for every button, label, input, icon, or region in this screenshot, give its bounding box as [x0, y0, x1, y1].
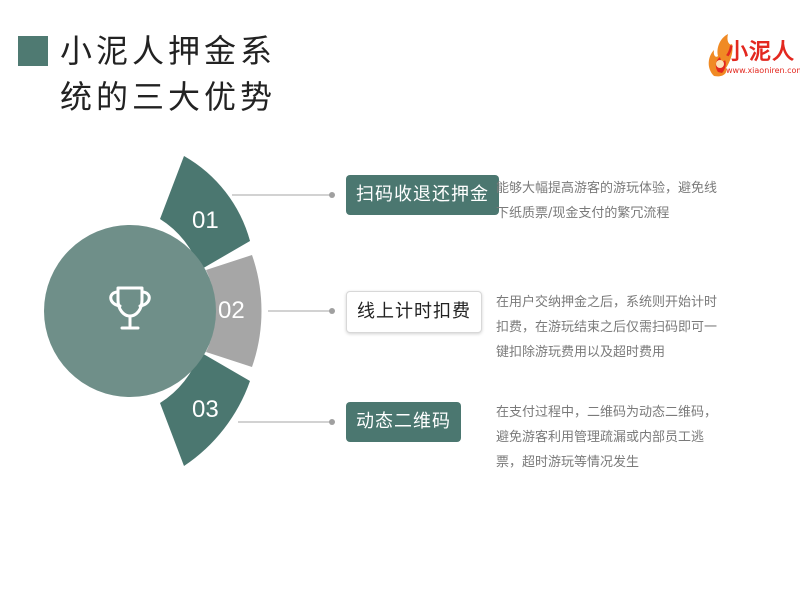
segment-number-3: 03: [192, 396, 219, 423]
logo-wordmark: 小泥人: [726, 40, 796, 65]
advantage-description-2: 在用户交纳押金之后，系统则开始计时扣费，在游玩结束之后仅需扫码即可一键扣除游玩费…: [496, 295, 718, 360]
connector-dot-2: [329, 308, 335, 314]
segment-number-1: 01: [192, 207, 219, 234]
advantage-description-3: 在支付过程中，二维码为动态二维码，避免游客利用管理疏漏或内部员工逃票，超时游玩等…: [496, 405, 718, 470]
trophy-icon: [109, 286, 151, 330]
segment-number-2: 02: [218, 297, 245, 324]
advantage-description-1: 能够大幅提高游客的游玩体验，避免线下纸质票/现金支付的繁冗流程: [496, 181, 718, 221]
segment-03: [160, 352, 250, 466]
page-title: 小泥人押金系 统的三大优势: [60, 28, 276, 120]
advantage-label-3: 动态二维码: [346, 402, 461, 442]
brand-logo: [708, 34, 733, 77]
center-circle: [44, 225, 216, 397]
advantage-label-2: 线上计时扣费: [346, 291, 482, 333]
mascot-flame-icon: [708, 34, 733, 77]
connector-dot-3: [329, 419, 335, 425]
page-title-line-2: 统的三大优势: [60, 78, 277, 116]
segment-02: [206, 255, 262, 367]
title-accent-square: [18, 36, 48, 66]
logo-url: www.xiaoniren.com: [726, 66, 800, 75]
page-title-line-1: 小泥人押金系: [60, 32, 277, 70]
advantage-label-1: 扫码收退还押金: [346, 175, 499, 215]
segment-01-body: [160, 156, 250, 270]
connector-dot-1: [329, 192, 335, 198]
